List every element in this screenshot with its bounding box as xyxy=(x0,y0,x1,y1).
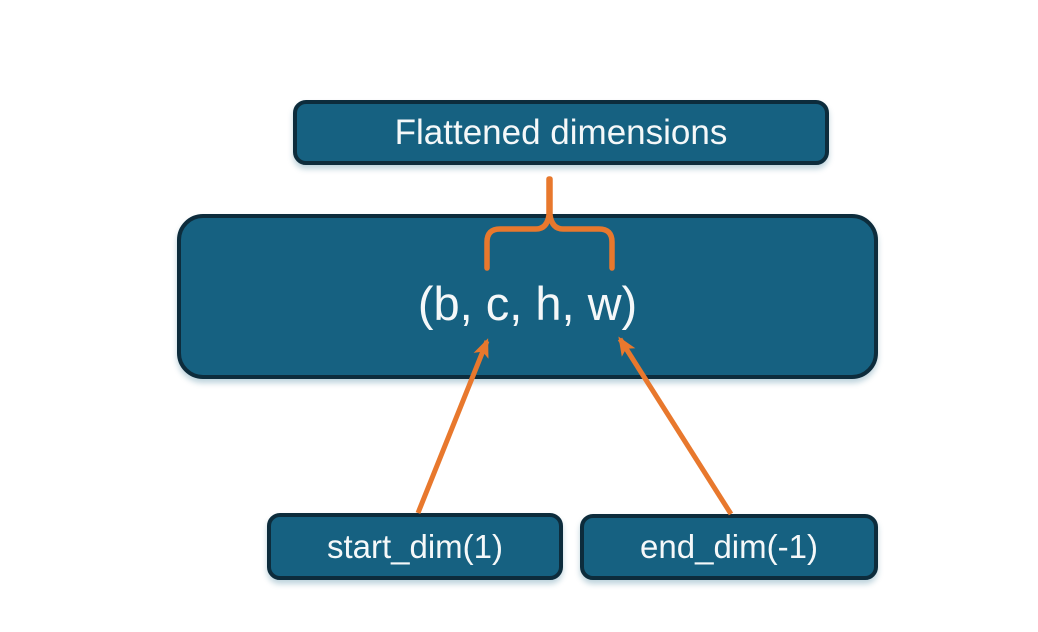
flattened-dimensions-box: Flattened dimensions xyxy=(293,100,829,165)
tensor-shape-label: (b, c, h, w) xyxy=(417,277,638,330)
tensor-shape-box: (b, c, h, w) xyxy=(177,214,878,379)
start-dim-label: start_dim(1) xyxy=(326,527,504,565)
flattened-dimensions-label: Flattened dimensions xyxy=(394,112,728,152)
start-dim-box: start_dim(1) xyxy=(267,513,563,580)
end-dim-label: end_dim(-1) xyxy=(640,528,818,565)
end-dim-box: end_dim(-1) xyxy=(580,514,878,580)
